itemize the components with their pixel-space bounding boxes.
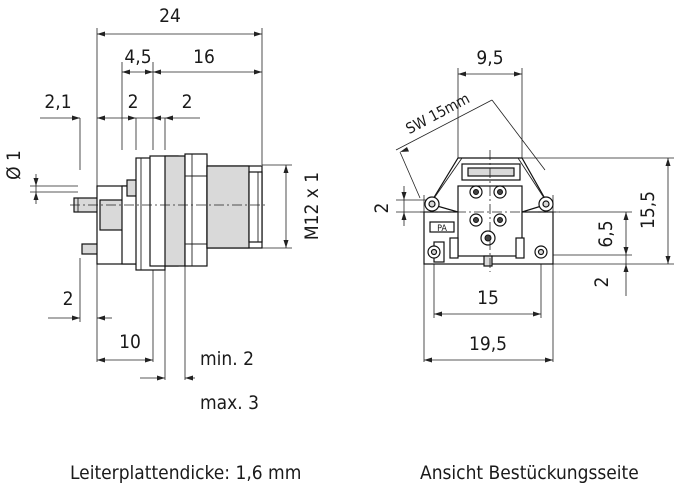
dim-2-left: 2 [371,203,393,214]
caption-pcb-thickness: Leiterplattendicke: 1,6 mm [70,462,301,484]
dim-15-5: 15,5 [637,191,659,229]
dim-19-5: 19,5 [469,333,507,355]
side-view: 24 4,5 16 2,1 2 2 Ø 1 [3,5,323,484]
dim-dia-1: Ø 1 [3,150,25,180]
dim-2-c: 2 [63,288,74,310]
dim-max-3: max. 3 [200,392,259,414]
connector-side-drawing [70,153,268,271]
dim-15: 15 [477,287,499,309]
front-view: 9,5 SW 15mm 2 [371,47,674,484]
dim-6-5: 6,5 [595,220,617,247]
dim-24: 24 [159,5,181,27]
label-pa: PA [437,224,447,234]
dim-16: 16 [193,46,215,68]
connector-front-drawing: PA [420,150,560,272]
dim-4-5: 4,5 [124,46,151,68]
dim-min-2: min. 2 [200,348,254,370]
dim-2-right: 2 [591,277,613,288]
dim-2-a: 2 [128,91,139,113]
caption-view: Ansicht Bestückungsseite [420,462,639,484]
dim-2-b: 2 [182,91,193,113]
dim-sw-15: SW 15mm [403,89,473,138]
dim-2-1: 2,1 [44,91,71,113]
dim-9-5: 9,5 [476,47,503,69]
dim-m12: M12 x 1 [301,172,323,240]
dim-10: 10 [119,331,141,353]
